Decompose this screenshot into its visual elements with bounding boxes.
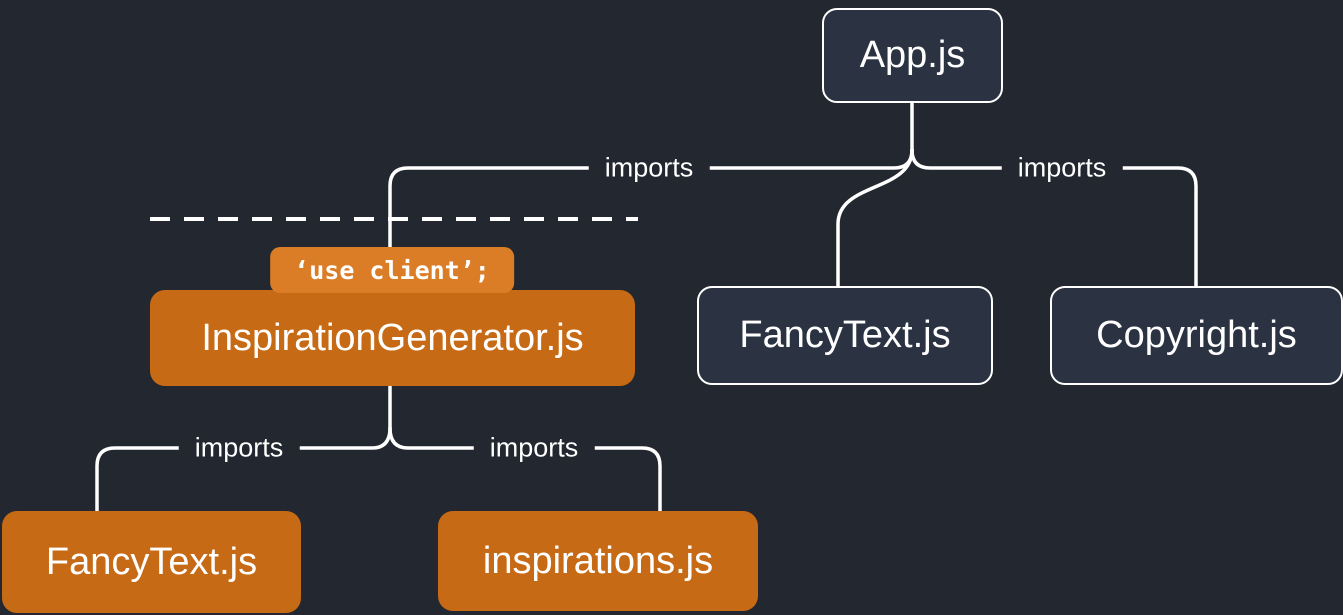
- use-client-directive-badge: ‘use client’;: [270, 247, 514, 293]
- edge-label-imports-inspirationgenerator-inspirations: imports: [473, 430, 595, 466]
- node-fancytext-js-server-label: FancyText.js: [739, 314, 951, 356]
- connector-inspirationgenerator-to-fancytext: [95, 426, 392, 515]
- node-fancytext-js-server: FancyText.js: [697, 286, 993, 385]
- connector-app-to-copyright: [910, 148, 1198, 290]
- use-client-directive-text: ‘use client’;: [294, 255, 490, 285]
- node-copyright-js: Copyright.js: [1050, 286, 1343, 385]
- node-inspirationgenerator-js: InspirationGenerator.js: [150, 290, 635, 386]
- node-fancytext-js-client-label: FancyText.js: [45, 540, 258, 583]
- node-inspirations-js-label: inspirations.js: [482, 539, 714, 582]
- node-fancytext-js-client: FancyText.js: [2, 511, 301, 613]
- connector-inspirationgenerator-to-inspirations: [388, 426, 662, 515]
- node-copyright-js-label: Copyright.js: [1096, 314, 1297, 356]
- edge-label-imports-app-copyright: imports: [1001, 150, 1123, 186]
- connector-app-to-fancytext: [836, 148, 914, 290]
- client-boundary-dashed-line: [150, 217, 638, 221]
- node-app-js-label: App.js: [859, 34, 966, 76]
- edge-label-imports-inspirationgenerator-fancytext: imports: [178, 430, 300, 466]
- node-inspirations-js: inspirations.js: [438, 511, 758, 611]
- node-app-js: App.js: [822, 8, 1003, 103]
- node-inspirationgenerator-js-label: InspirationGenerator.js: [201, 316, 584, 359]
- edge-label-imports-app-inspirationgenerator: imports: [588, 150, 710, 186]
